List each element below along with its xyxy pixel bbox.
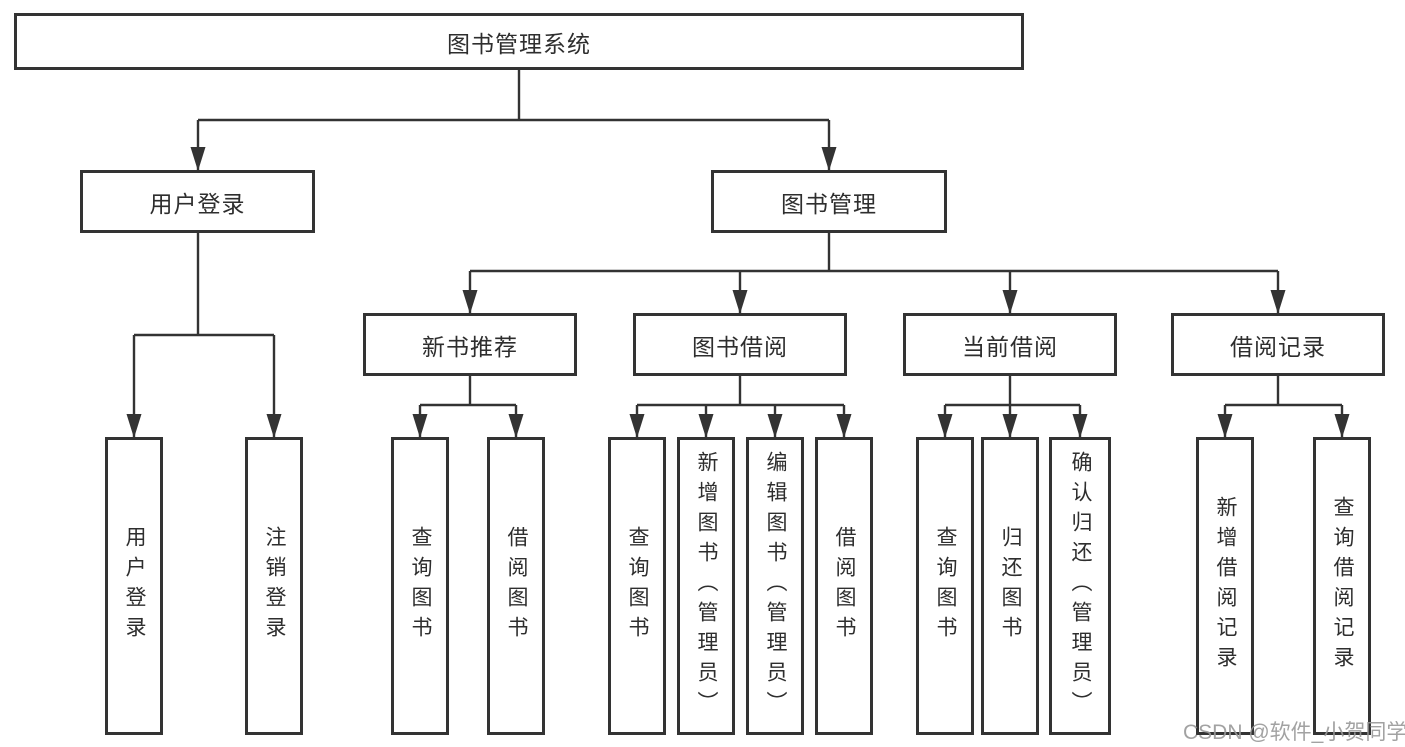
leaf-label: 新增借阅记录 — [1214, 496, 1237, 676]
leaf-label: 用户登录 — [123, 526, 146, 646]
leaf-label: 新增图书（管理员） — [695, 451, 718, 721]
leaf-add-book-admin: 新增图书（管理员） — [677, 437, 735, 735]
leaf-query-books-current: 查询图书 — [916, 437, 974, 735]
node-user-login: 用户登录 — [80, 170, 315, 233]
leaf-label: 查询借阅记录 — [1331, 496, 1354, 676]
leaf-label: 查询图书 — [626, 526, 649, 646]
leaf-label: 查询图书 — [934, 526, 957, 646]
leaf-borrow-books-recommend: 借阅图书 — [487, 437, 545, 735]
node-book-management: 图书管理 — [711, 170, 947, 233]
leaf-label: 借阅图书 — [833, 526, 856, 646]
csdn-watermark: CSDN @软件_小贺同学 — [1183, 721, 1405, 744]
leaf-label: 注销登录 — [263, 526, 286, 646]
leaf-user-login: 用户登录 — [105, 437, 163, 735]
leaf-label: 确认归还（管理员） — [1069, 451, 1092, 721]
node-book-borrowing: 图书借阅 — [633, 313, 847, 376]
node-library-management-system: 图书管理系统 — [14, 13, 1024, 70]
leaf-logout-login: 注销登录 — [245, 437, 303, 735]
leaf-edit-book-admin: 编辑图书（管理员） — [746, 437, 804, 735]
leaf-borrow-books: 借阅图书 — [815, 437, 873, 735]
leaf-confirm-return-admin: 确认归还（管理员） — [1049, 437, 1111, 735]
leaf-label: 归还图书 — [999, 526, 1022, 646]
leaf-return-books: 归还图书 — [981, 437, 1039, 735]
leaf-query-books-recommend: 查询图书 — [391, 437, 449, 735]
leaf-query-books-borrowing: 查询图书 — [608, 437, 666, 735]
leaf-query-borrow-record: 查询借阅记录 — [1313, 437, 1371, 735]
node-current-borrowing: 当前借阅 — [903, 313, 1117, 376]
leaf-label: 借阅图书 — [505, 526, 528, 646]
node-borrowing-records: 借阅记录 — [1171, 313, 1385, 376]
node-new-book-recommend: 新书推荐 — [363, 313, 577, 376]
leaf-label: 编辑图书（管理员） — [764, 451, 787, 721]
leaf-add-borrow-record: 新增借阅记录 — [1196, 437, 1254, 735]
leaf-label: 查询图书 — [409, 526, 432, 646]
